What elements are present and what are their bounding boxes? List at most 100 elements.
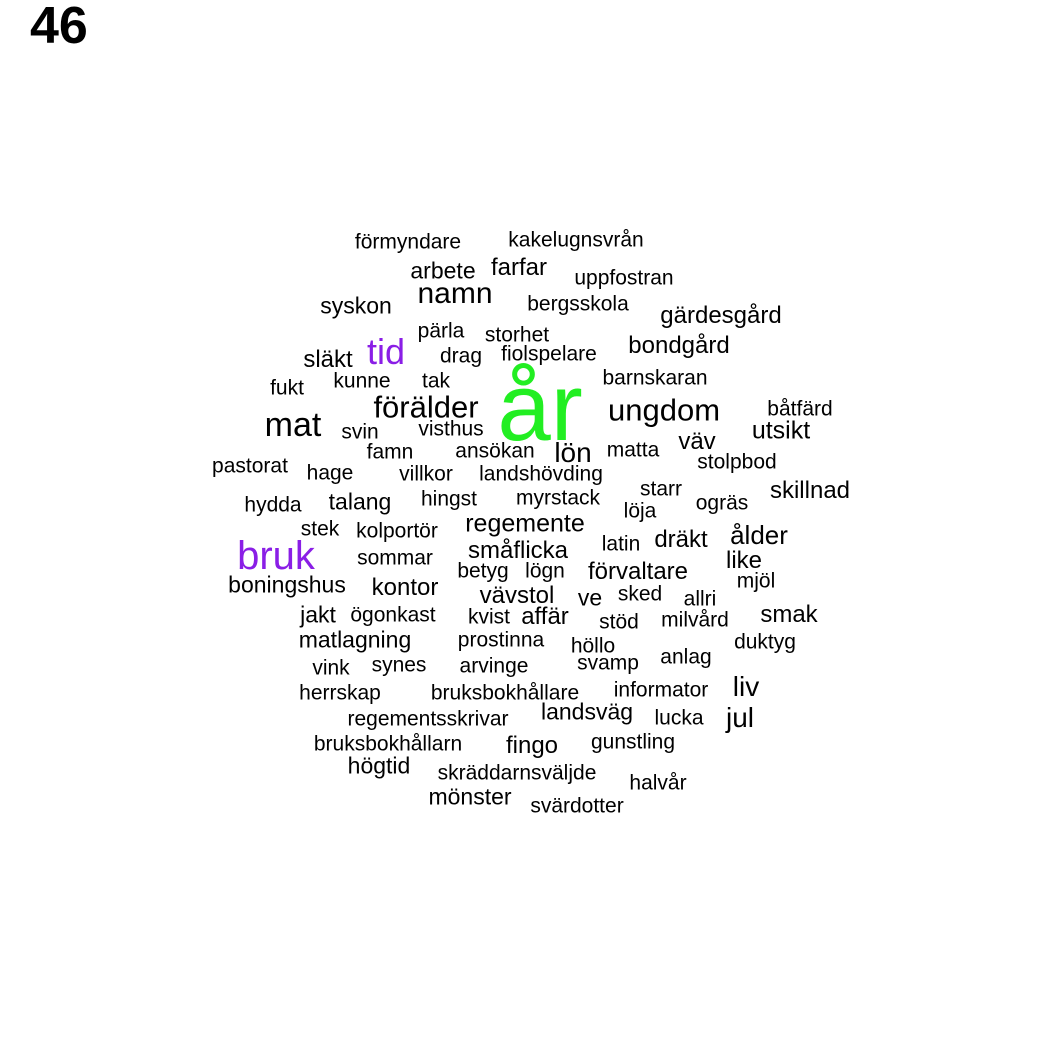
cloud-word: hingst xyxy=(420,487,478,511)
cloud-word: släkt xyxy=(303,346,353,373)
cloud-word: ungdom xyxy=(607,392,721,428)
cloud-word: mönster xyxy=(428,783,512,810)
cloud-word: lön xyxy=(554,437,592,468)
cloud-word: regementsskrivar xyxy=(347,707,509,731)
cloud-word: like xyxy=(725,547,763,574)
cloud-word: utsikt xyxy=(751,416,811,445)
cloud-word: smak xyxy=(760,601,818,628)
cloud-word: löja xyxy=(623,499,657,523)
cloud-word: lögn xyxy=(525,559,565,583)
cloud-word: prostinna xyxy=(457,628,545,652)
cloud-word: ålder xyxy=(730,520,788,550)
cloud-word: arbete xyxy=(410,257,476,284)
cloud-word: fukt xyxy=(270,376,304,400)
cloud-word: bondgård xyxy=(628,332,730,359)
cloud-word: gärdesgård xyxy=(660,302,782,329)
cloud-word: boningshus xyxy=(228,571,346,598)
cloud-word: betyg xyxy=(457,559,509,583)
cloud-word: bruksbokhållare xyxy=(430,681,580,705)
cloud-word: kontor xyxy=(371,574,439,601)
cloud-word: ve xyxy=(577,584,603,611)
cloud-word: sked xyxy=(617,582,663,606)
cloud-word: förmyndare xyxy=(354,230,462,254)
cloud-word: milvård xyxy=(661,608,729,632)
cloud-word: arvinge xyxy=(459,654,529,678)
cloud-word: allri xyxy=(683,587,717,611)
cloud-word: halvår xyxy=(629,771,687,795)
cloud-word: väv xyxy=(678,428,716,455)
cloud-word: regemente xyxy=(465,509,585,538)
cloud-word: tid xyxy=(366,331,406,372)
cloud-word: talang xyxy=(328,488,392,515)
cloud-word: namn xyxy=(417,277,493,310)
cloud-word: småflicka xyxy=(467,537,569,564)
cloud-word: högtid xyxy=(347,752,411,779)
cloud-word: dräkt xyxy=(654,526,708,553)
cloud-word: bruksbokhållarn xyxy=(313,732,463,756)
cloud-word: hydda xyxy=(244,493,302,517)
cloud-word: bruk xyxy=(237,534,315,578)
cloud-word: tak xyxy=(421,369,451,393)
cloud-word: myrstack xyxy=(516,486,600,510)
cloud-word: kunne xyxy=(333,369,391,393)
cloud-word: stöd xyxy=(599,610,639,634)
cloud-word: kvist xyxy=(468,605,510,629)
cloud-word: jakt xyxy=(300,601,336,628)
cloud-word: villkor xyxy=(399,462,453,486)
cloud-word: latin xyxy=(601,532,641,556)
cloud-word: fiolspelare xyxy=(501,342,597,366)
cloud-word: matta xyxy=(606,438,660,462)
cloud-word: år xyxy=(497,354,583,461)
page-number: 46 xyxy=(30,0,88,55)
cloud-word: synes xyxy=(371,653,427,677)
cloud-word: pastorat xyxy=(212,454,288,478)
cloud-word: liv xyxy=(732,671,760,702)
cloud-word: skräddarnsväljde xyxy=(437,761,597,785)
cloud-word: starr xyxy=(640,477,682,501)
cloud-word: stolpbod xyxy=(697,450,777,474)
cloud-word: affär xyxy=(521,603,569,630)
cloud-word: bergsskola xyxy=(527,292,629,316)
cloud-word: jul xyxy=(725,702,755,733)
cloud-word: vink xyxy=(312,656,350,680)
cloud-word: lucka xyxy=(654,706,704,730)
cloud-word: höllo xyxy=(570,634,616,658)
cloud-word: båtfärd xyxy=(767,397,833,421)
cloud-word: famn xyxy=(366,440,414,464)
cloud-word: pärla xyxy=(417,319,465,343)
cloud-word: ögonkast xyxy=(350,603,436,627)
cloud-word: skillnad xyxy=(769,477,851,504)
cloud-word: kolportör xyxy=(356,519,438,543)
cloud-word: fingo xyxy=(505,732,559,759)
cloud-word: duktyg xyxy=(734,630,796,654)
cloud-word: svärdotter xyxy=(530,794,624,818)
cloud-word: uppfostran xyxy=(574,266,674,290)
cloud-word: visthus xyxy=(418,417,484,441)
cloud-word: syskon xyxy=(320,292,392,319)
cloud-word: landsväg xyxy=(540,698,634,725)
cloud-word: ansökan xyxy=(455,439,535,463)
cloud-word: ogräs xyxy=(695,491,749,515)
cloud-word: matlagning xyxy=(298,626,412,653)
cloud-word: barnskaran xyxy=(602,366,708,390)
cloud-word: informator xyxy=(613,678,709,702)
cloud-word: landshövding xyxy=(479,462,603,486)
cloud-word: svin xyxy=(341,420,379,444)
cloud-word: gunstling xyxy=(590,730,676,754)
cloud-word: herrskap xyxy=(299,681,381,705)
cloud-word: mat xyxy=(264,406,322,444)
cloud-word: hage xyxy=(306,461,354,485)
cloud-word: anlag xyxy=(660,645,712,669)
cloud-word: kakelugnsvrån xyxy=(508,228,644,252)
cloud-word: vävstol xyxy=(479,582,555,609)
cloud-word: farfar xyxy=(490,254,548,281)
cloud-word: drag xyxy=(439,344,483,368)
cloud-word: svamp xyxy=(577,651,639,675)
cloud-word: mjöl xyxy=(736,569,776,593)
cloud-word: sommar xyxy=(357,546,433,570)
cloud-word: förälder xyxy=(373,389,479,425)
cloud-word: storhet xyxy=(484,323,550,347)
cloud-word: förvaltare xyxy=(587,558,689,585)
cloud-word: stek xyxy=(300,517,340,541)
